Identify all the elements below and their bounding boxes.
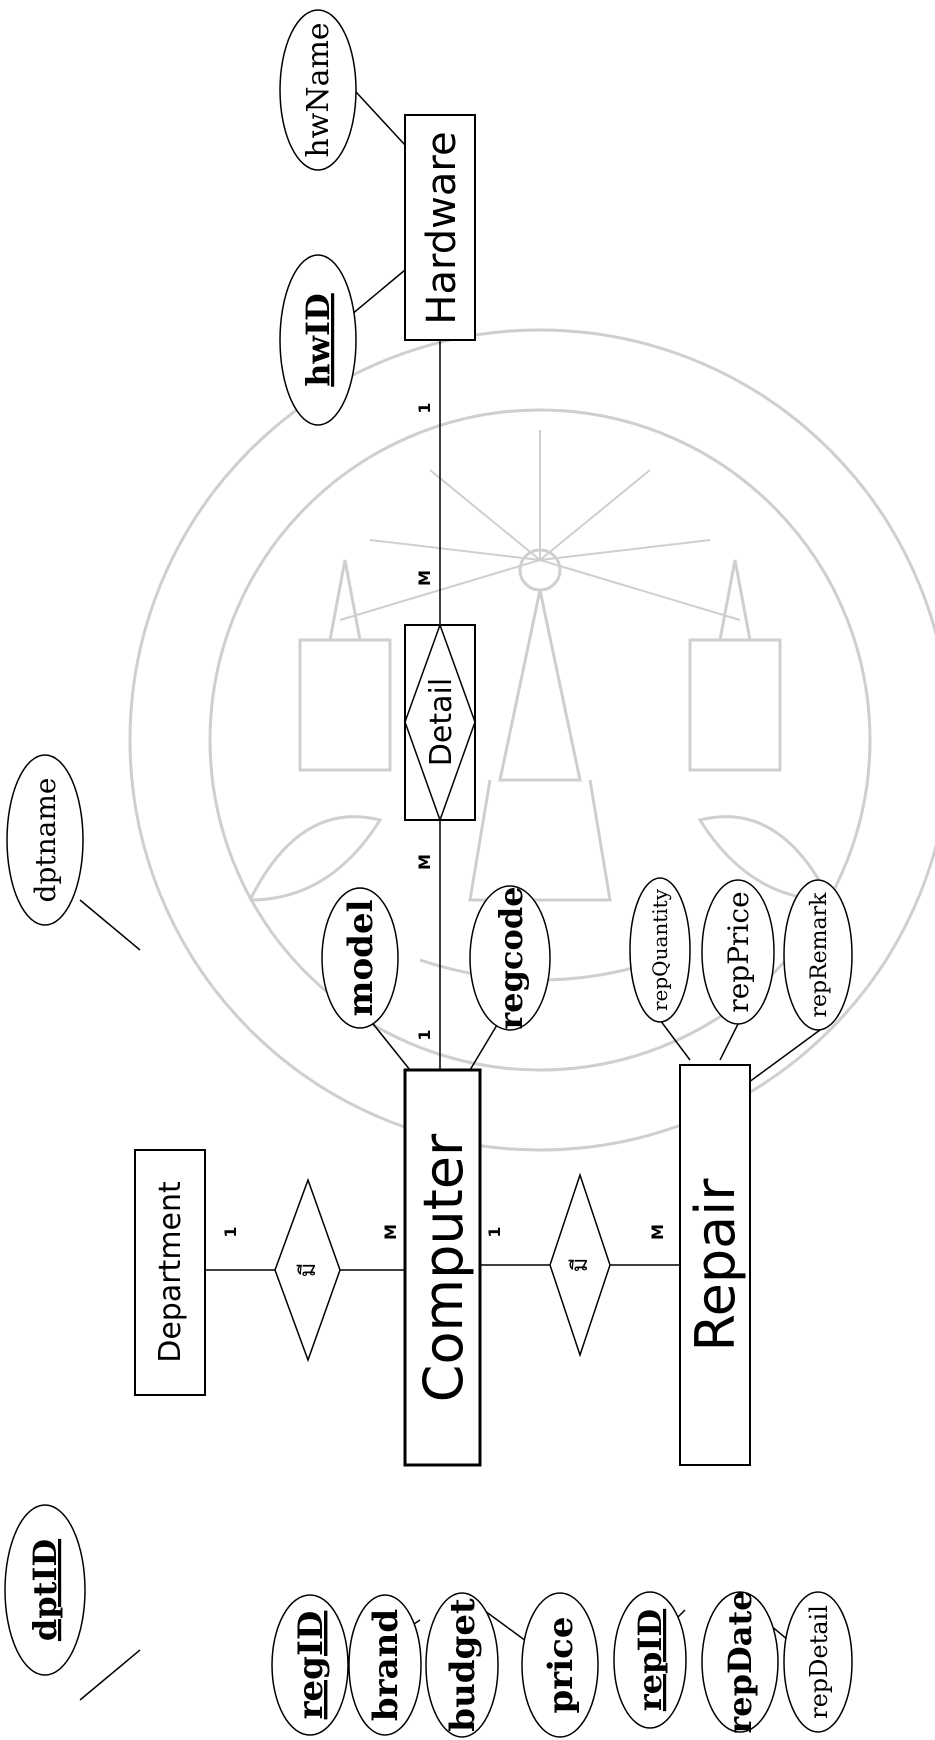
attribute-repDate-label: repDate xyxy=(721,1590,759,1733)
cardinality-detail-hardware-m: M xyxy=(415,570,434,586)
attribute-brand: brand xyxy=(349,1595,421,1735)
cardinality-computer-detail-1: 1 xyxy=(415,1029,434,1040)
attribute-repDetail: repDetail xyxy=(784,1592,852,1732)
entity-computer-label: Computer xyxy=(412,1133,475,1402)
attribute-model-label: model xyxy=(341,899,381,1016)
relationship-dept-computer: มี xyxy=(275,1180,340,1360)
cardinality-dept-side: 1 xyxy=(221,1226,240,1237)
relationship-computer-repair-label: มี xyxy=(568,1258,593,1273)
attribute-repPrice-label: repPrice xyxy=(722,891,755,1012)
attribute-brand-label: brand xyxy=(366,1609,406,1721)
attribute-repPrice: repPrice xyxy=(702,880,774,1024)
attribute-hwName: hwName xyxy=(280,10,356,170)
attribute-repQuantity-label: repQuantity xyxy=(648,888,672,1011)
entity-department: Department xyxy=(135,1150,205,1395)
relationship-computer-repair: มี xyxy=(550,1175,610,1355)
entity-computer: Computer xyxy=(405,1070,480,1465)
attribute-repID: repID xyxy=(614,1592,686,1728)
rotated-layout: Department Computer Repair Hardware มี ม… xyxy=(5,10,852,1740)
attribute-repDate: repDate xyxy=(702,1590,778,1733)
attribute-hwID-label: hwID xyxy=(299,293,337,387)
attribute-repRemark: repRemark xyxy=(784,880,852,1030)
entity-repair: Repair xyxy=(680,1065,750,1465)
attribute-price: price xyxy=(522,1593,598,1737)
attribute-regID-label: regID xyxy=(291,1611,331,1720)
relationship-detail: Detail xyxy=(405,625,475,820)
entity-hardware-label: Hardware xyxy=(419,131,465,324)
attribute-repRemark-label: repRemark xyxy=(807,892,832,1018)
attribute-regcode-label: regcode xyxy=(492,886,530,1029)
attribute-budget-label: budget xyxy=(443,1598,483,1732)
attribute-dptname: dptname xyxy=(7,755,83,925)
attribute-regID: regID xyxy=(272,1595,348,1735)
attribute-regcode: regcode xyxy=(470,886,550,1030)
attribute-model: model xyxy=(322,888,398,1028)
relationship-dept-computer-label: มี xyxy=(296,1263,321,1278)
attribute-budget: budget xyxy=(426,1593,498,1737)
attribute-hwID: hwID xyxy=(280,255,356,425)
attribute-repQuantity: repQuantity xyxy=(630,878,690,1022)
attribute-hwName-label: hwName xyxy=(301,22,336,157)
attribute-dptname-label: dptname xyxy=(29,778,62,903)
attribute-repID-label: repID xyxy=(631,1609,669,1711)
attribute-dptID-label: dptID xyxy=(26,1539,64,1641)
attribute-price-label: price xyxy=(541,1617,581,1714)
entity-repair-label: Repair xyxy=(684,1178,747,1352)
cardinality-computer-repair-side: 1 xyxy=(485,1226,504,1237)
entity-hardware: Hardware xyxy=(405,115,475,340)
cardinality-hardware-side: 1 xyxy=(415,402,434,413)
cardinality-computer-detail-m: M xyxy=(415,854,434,870)
cardinality-computer-dept-side: M xyxy=(381,1224,400,1240)
attribute-repDetail-label: repDetail xyxy=(805,1605,833,1719)
relationship-detail-label: Detail xyxy=(424,678,459,766)
entity-department-label: Department xyxy=(153,1181,188,1363)
attribute-dptID: dptID xyxy=(5,1505,85,1740)
cardinality-repair-side: M xyxy=(648,1224,667,1240)
